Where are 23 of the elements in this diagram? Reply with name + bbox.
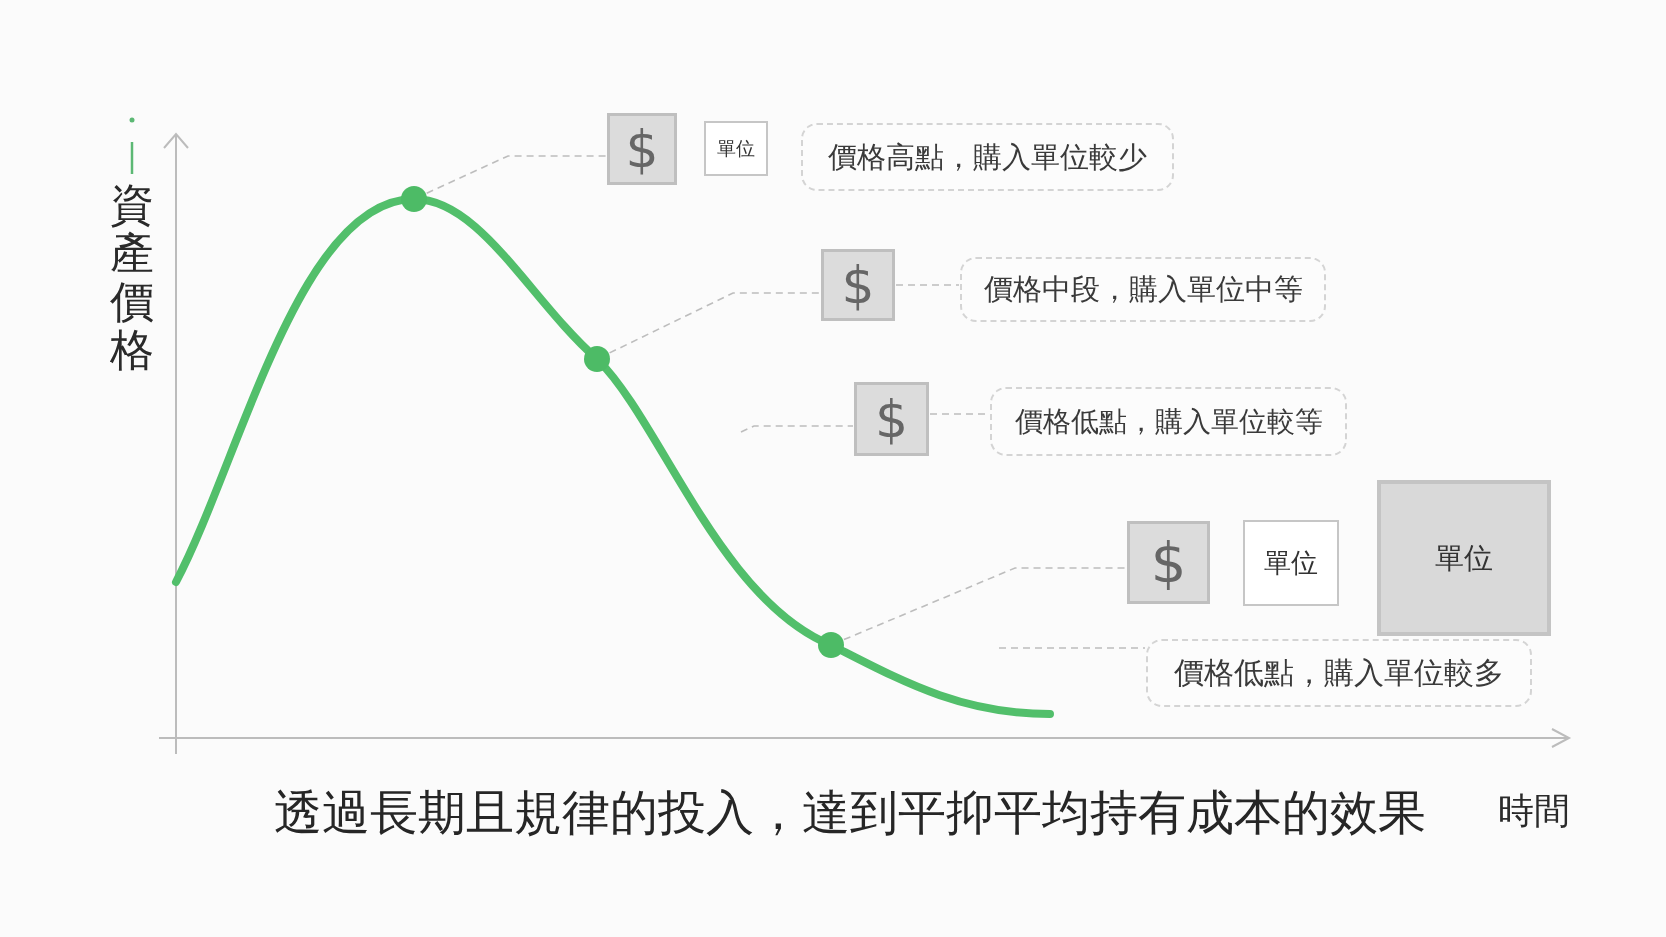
dollar-tile: $ (607, 113, 677, 185)
curve-point (818, 632, 844, 658)
price-note: 價格高點，購入單位較少 (801, 123, 1174, 191)
dollar-tile: $ (854, 382, 929, 456)
dollar-tile: $ (1127, 521, 1210, 604)
chart-caption: 透過長期且規律的投入，達到平抑平均持有成本的效果 (274, 784, 1426, 842)
price-note: 價格中段，購入單位中等 (960, 257, 1326, 322)
leader-line (843, 567, 1127, 641)
curve-point (401, 186, 427, 212)
curve-point (584, 346, 610, 372)
price-note: 價格低點，購入單位較等 (990, 387, 1347, 456)
leader-line (425, 155, 607, 194)
leader-line (740, 425, 854, 433)
unit-box: 單位 (1243, 520, 1339, 606)
leader-line (608, 292, 821, 354)
price-note: 價格低點，購入單位較多 (1146, 639, 1532, 707)
dollar-tile: $ (821, 249, 895, 321)
unit-box: 單位 (704, 121, 768, 176)
unit-block: 單位 (1377, 480, 1551, 636)
leader-line (895, 284, 960, 286)
leader-line (998, 647, 1146, 649)
axis-title: 時間 (1498, 789, 1570, 833)
axis-title: 資產價格 (110, 181, 154, 375)
